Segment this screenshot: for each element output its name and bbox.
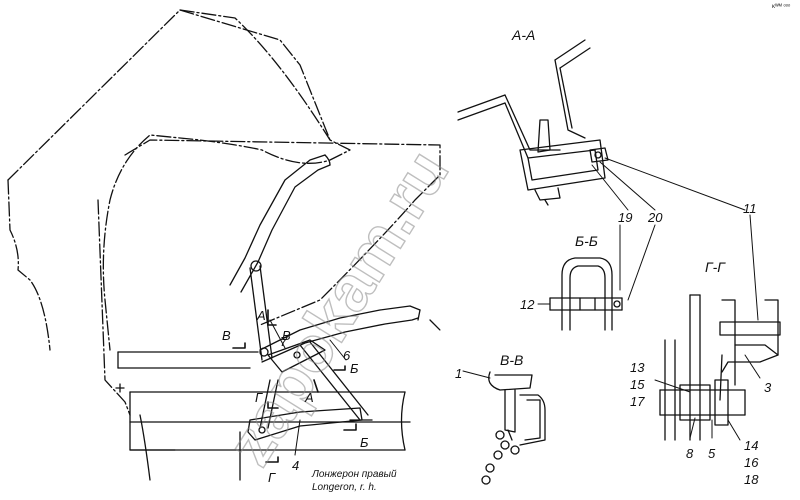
cut-mark-v-right: В — [282, 328, 291, 343]
leader-lines — [269, 157, 761, 456]
center-mark — [115, 383, 125, 393]
cab-outline-rear — [7, 9, 351, 351]
cab-outline-front — [97, 139, 441, 416]
bracket-4 — [247, 379, 363, 441]
callout-11: 11 — [743, 201, 757, 216]
callout-20: 20 — [647, 210, 663, 225]
callout-13: 13 — [630, 360, 645, 375]
cut-mark-v-left: В — [222, 328, 231, 343]
callout-18: 18 — [744, 472, 759, 487]
callout-5: 5 — [708, 446, 716, 461]
cut-mark-b-bottom: Б — [360, 435, 369, 450]
cut-mark-g-mid: Г — [255, 390, 263, 405]
cut-mark-a-top: А — [256, 308, 266, 323]
callout-7: 7 — [280, 334, 288, 349]
longeron-caption-en: Longeron, r. h. — [312, 482, 377, 493]
section-bb-view — [549, 257, 623, 331]
callout-4: 4 — [292, 458, 299, 473]
section-gg-view — [659, 294, 781, 441]
callout-19: 19 — [618, 210, 632, 225]
callout-8: 8 — [686, 446, 694, 461]
callout-14: 14 — [744, 438, 758, 453]
cut-lines — [232, 309, 357, 463]
handrail-tube — [229, 154, 421, 363]
section-title-aa: А-А — [511, 27, 535, 43]
callout-1: 1 — [455, 366, 462, 381]
cross-rail — [117, 351, 259, 369]
section-title-gg: Г-Г — [705, 259, 726, 275]
brace-6 — [267, 339, 373, 421]
section-title-bb: Б-Б — [575, 233, 598, 249]
section-aa-view — [457, 39, 609, 206]
section-vv-view — [481, 371, 546, 485]
cut-mark-a-bottom: А — [304, 390, 314, 405]
callout-12: 12 — [520, 297, 535, 312]
longeron-caption-ru: Лонжерон правый — [311, 469, 397, 480]
watermark: zapokam.ru — [213, 138, 463, 478]
callout-15: 15 — [630, 377, 645, 392]
callout-3: 3 — [764, 380, 772, 395]
callout-17: 17 — [630, 394, 645, 409]
callout-6: 6 — [343, 348, 351, 363]
drawing-code: ᴋᵂᴹ ᵒᵒᵒ — [772, 3, 791, 10]
callout-16: 16 — [744, 455, 759, 470]
strut-7 — [249, 260, 273, 361]
cut-mark-b-right: Б — [350, 361, 359, 376]
section-title-vv: В-В — [500, 352, 523, 368]
cut-mark-g-bottom: Г — [268, 470, 276, 485]
